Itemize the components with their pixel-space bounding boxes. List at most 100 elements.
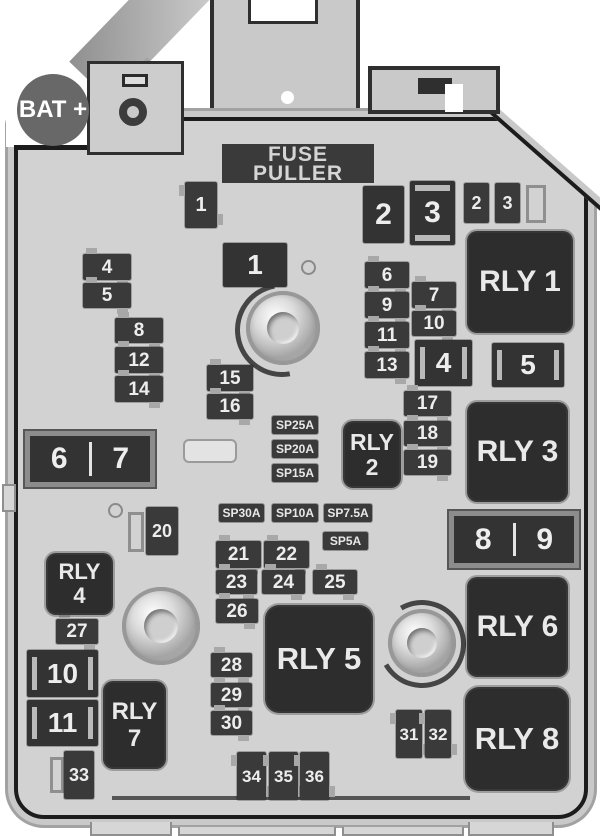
fuse-label: 23: [225, 571, 248, 593]
relay-7: RLY 7: [103, 681, 166, 769]
relay-6: RLY 6: [467, 577, 568, 677]
fuse-19: 19: [404, 444, 451, 481]
fuse-label: 10: [423, 313, 445, 334]
relay-label: 4: [73, 583, 86, 608]
empty-fuse-slot: [526, 185, 546, 223]
fuse-label: 9: [381, 294, 393, 316]
fuse-11: 11: [365, 316, 409, 354]
mounting-tab-bottom: [178, 827, 336, 836]
fuse-label: 1: [195, 194, 207, 216]
fuse-label: 2: [375, 197, 392, 231]
fuse-label: 18: [416, 423, 439, 444]
spare-fuse-label: SP15A: [275, 466, 315, 480]
fuse-puller-line1: FUSE: [267, 142, 328, 166]
fuse-7: 7: [412, 276, 456, 314]
spare-fuse-label: SP7.5A: [327, 506, 369, 520]
spare-fuse-label: SP25A: [275, 418, 315, 432]
fuse-2-small: 2: [464, 183, 489, 223]
fuse-1-top: 1: [179, 182, 223, 228]
screw-hole: [108, 503, 123, 518]
fuse-label: 4: [435, 347, 452, 378]
tab-hole: [281, 91, 294, 104]
relay-label: RLY 1: [479, 265, 561, 298]
fuse-label: 6: [50, 442, 68, 475]
relay-2: RLY 2: [343, 421, 401, 488]
fuse-33-bracket: [50, 757, 64, 793]
fuse-3-large: 3: [410, 181, 455, 245]
fuse-label: 3: [502, 193, 513, 213]
fuse-label: 17: [416, 393, 439, 414]
fuse-label: 19: [416, 452, 439, 473]
blank-connector: [183, 439, 237, 463]
fuse-puller-label: FUSE PULLER: [222, 142, 374, 184]
terminal-ring: [119, 98, 147, 126]
battery-label: BAT +: [18, 96, 88, 123]
fuse-label: 34: [242, 766, 261, 786]
relay-label: RLY 5: [276, 641, 362, 676]
fuse-13: 13: [365, 346, 409, 384]
divider: [512, 522, 516, 557]
platform-clip: [122, 74, 148, 87]
mounting-tab-left: [2, 484, 16, 512]
relay-label: RLY 6: [476, 610, 559, 643]
fuse-23: 23: [216, 564, 257, 600]
fuse-6: 6: [365, 256, 409, 294]
fuse-25: 25: [313, 564, 357, 600]
relay-3: RLY 3: [467, 402, 568, 502]
fuse-16: 16: [207, 388, 253, 425]
fuse-label: 11: [376, 324, 398, 346]
fuse-label: 24: [272, 571, 295, 593]
relay-1: RLY 1: [467, 231, 573, 333]
mounting-bolt-right: [388, 609, 456, 677]
fuse-18: 18: [404, 415, 451, 452]
fuse-20-bracket: [128, 512, 144, 552]
relay-label: RLY 3: [476, 435, 559, 468]
fuse-10-large: 10: [27, 650, 98, 697]
fuse-label: 33: [68, 765, 90, 785]
fuse-11-large: 11: [27, 700, 98, 746]
fuse-2-large: 2: [363, 186, 404, 243]
fuse-label: 20: [151, 521, 173, 541]
mounting-tab-bottom: [342, 827, 464, 836]
fuse-label: 12: [128, 349, 150, 371]
spare-fuse-sp30a: SP30A: [219, 504, 264, 522]
tab-right-slot: [418, 78, 452, 94]
spare-fuse-sp20a: SP20A: [272, 440, 318, 458]
relay-8: RLY 8: [465, 687, 569, 791]
fuse-label: 5: [520, 349, 536, 380]
tab-right-notch: [445, 84, 463, 112]
fuse-3-small: 3: [495, 183, 520, 223]
fuse-label: 22: [275, 544, 298, 565]
spare-fuse-sp15a: SP15A: [272, 464, 318, 482]
fuse-20: 20: [146, 507, 178, 555]
relay-4: RLY 4: [46, 553, 113, 615]
fuse-1-large: 1: [223, 243, 287, 287]
mounting-bolt-left: [122, 587, 200, 665]
fuse-label: 15: [219, 367, 241, 389]
fuse-label: 14: [128, 378, 150, 400]
spare-fuse-sp5a: SP5A: [323, 532, 368, 550]
spare-fuse-label: SP5A: [329, 534, 362, 548]
fuse-label: 35: [274, 766, 293, 786]
fuse-27: 27: [56, 613, 98, 650]
mounting-tab-notch: [248, 0, 318, 24]
mounting-tab-bottom: [90, 822, 172, 836]
fuse-label: 3: [424, 196, 441, 229]
relay-5: RLY 5: [265, 605, 373, 713]
fuse-label: 2: [471, 193, 482, 213]
fuse-5: 5: [83, 277, 131, 314]
dual-fuse-8-9: 8 9: [449, 511, 579, 568]
fuse-label: 8: [474, 522, 492, 556]
fuse-5-large: 5: [492, 343, 564, 387]
fuse-36: 36: [294, 752, 335, 800]
fuse-label: 7: [428, 284, 440, 306]
fuse-31: 31: [390, 710, 428, 758]
fuse-12: 12: [115, 341, 163, 379]
fuse-10: 10: [412, 305, 456, 342]
fuse-4-large: 4: [415, 340, 472, 386]
fuse-label: 25: [324, 571, 346, 593]
divider: [88, 442, 92, 476]
relay-label: RLY: [111, 698, 158, 725]
fuse-label: 26: [226, 600, 248, 622]
spare-fuse-label: SP30A: [222, 506, 261, 520]
